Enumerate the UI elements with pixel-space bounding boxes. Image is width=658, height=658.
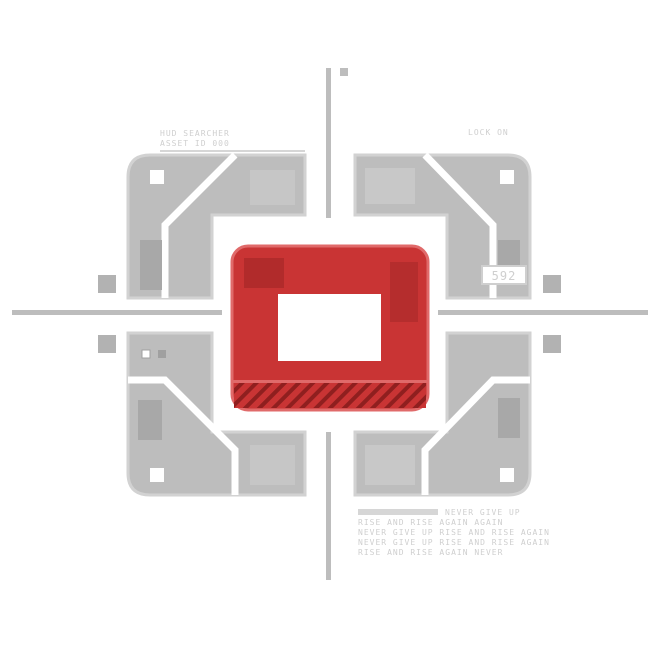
side-markers bbox=[98, 275, 561, 353]
label-top-left: HUD SEARCHER ASSET ID 000 bbox=[160, 129, 305, 152]
top-marker-square bbox=[340, 68, 348, 76]
core-module bbox=[230, 244, 430, 412]
slogan-line-1: NEVER GIVE UP bbox=[445, 508, 521, 517]
label-top-right: LOCK ON bbox=[468, 128, 509, 137]
readout-value: 592 bbox=[492, 269, 517, 283]
crosshair-left-line bbox=[12, 310, 222, 315]
crosshair bbox=[12, 68, 648, 580]
right-upper-marker bbox=[543, 275, 561, 293]
panel-bottom-left bbox=[126, 331, 307, 497]
small-box-icon bbox=[141, 349, 151, 359]
crosshair-right-line bbox=[438, 310, 648, 315]
hole-icon bbox=[500, 468, 514, 482]
hole-icon bbox=[150, 468, 164, 482]
panel-bottom-right bbox=[353, 331, 532, 497]
panel-top-left bbox=[126, 152, 307, 300]
slogan-line-3: NEVER GIVE UP RISE AND RISE AGAIN bbox=[358, 528, 550, 537]
right-lower-marker bbox=[543, 335, 561, 353]
slogan-block: NEVER GIVE UP RISE AND RISE AGAIN AGAIN … bbox=[358, 508, 550, 557]
label-top-left-line-1: HUD SEARCHER bbox=[160, 129, 230, 138]
label-top-left-line-2: ASSET ID 000 bbox=[160, 139, 230, 148]
core-hatch-bar bbox=[234, 382, 426, 408]
slogan-line-4: NEVER GIVE UP RISE AND RISE AGAIN bbox=[358, 538, 550, 547]
hole-icon bbox=[500, 170, 514, 184]
core-window bbox=[278, 294, 381, 361]
small-square-icon bbox=[158, 350, 166, 358]
crosshair-top-line bbox=[326, 68, 331, 218]
hole-icon bbox=[150, 170, 164, 184]
slogan-line-5: RISE AND RISE AGAIN NEVER bbox=[358, 548, 503, 557]
left-lower-marker bbox=[98, 335, 116, 353]
crosshair-bottom-line bbox=[326, 432, 331, 580]
left-upper-marker bbox=[98, 275, 116, 293]
slogan-line-2: RISE AND RISE AGAIN AGAIN bbox=[358, 518, 503, 527]
panel-top-right: 592 bbox=[353, 152, 532, 300]
readout-box bbox=[481, 265, 527, 285]
